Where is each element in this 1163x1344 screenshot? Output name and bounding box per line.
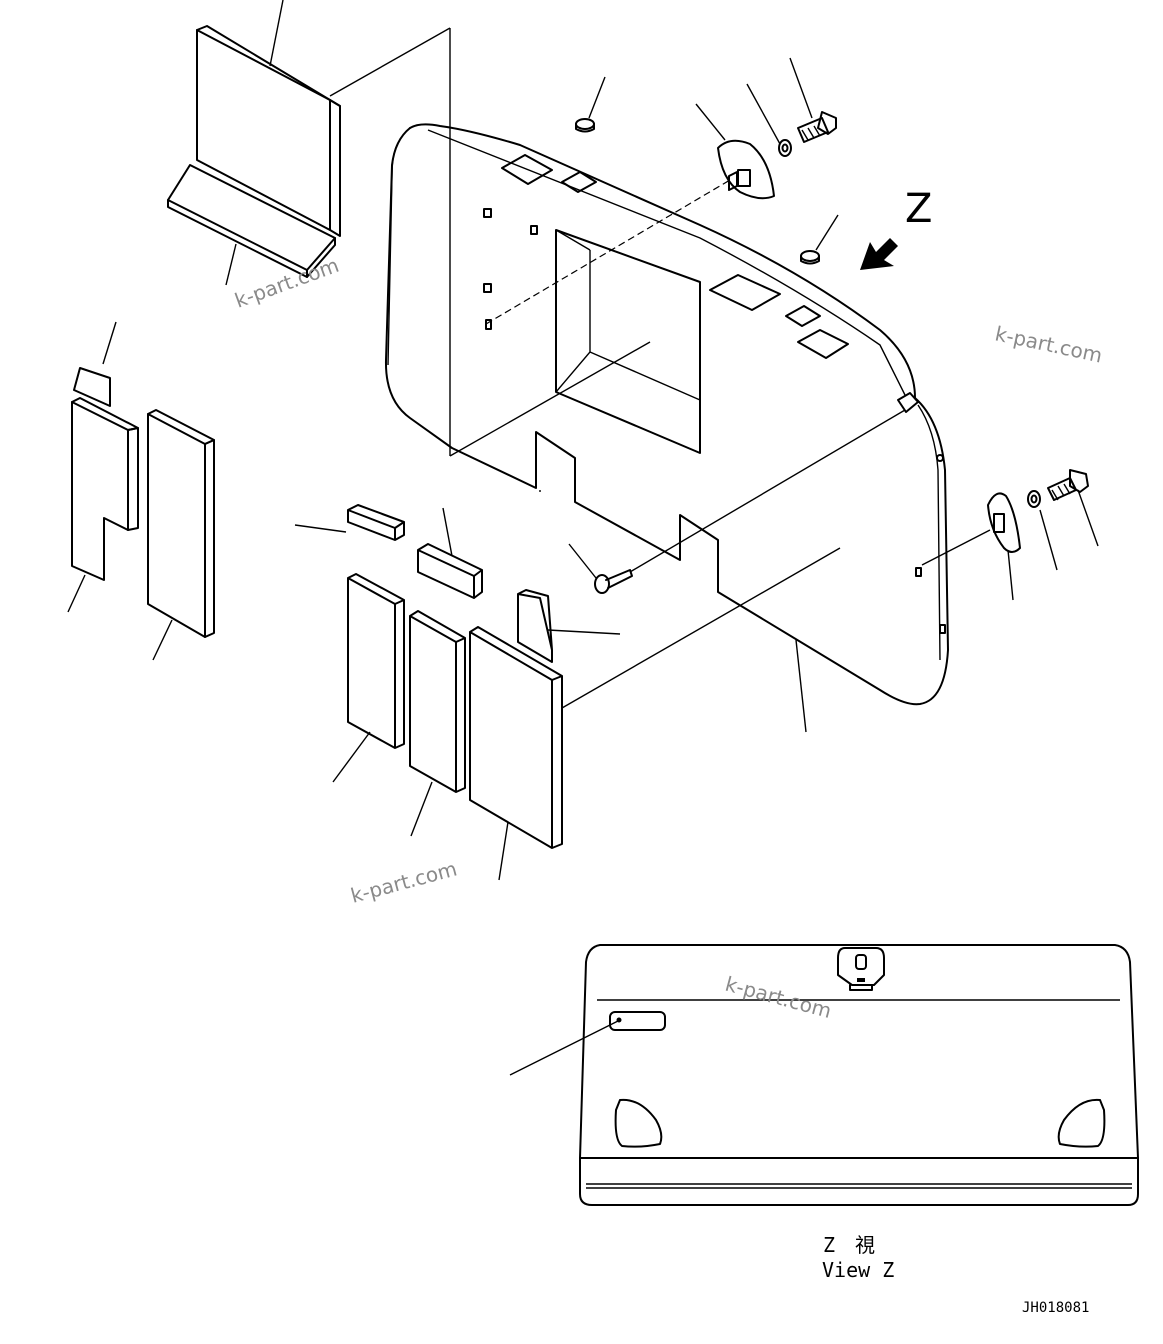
watermark: k-part.com xyxy=(723,972,834,1023)
lower-pads xyxy=(347,504,563,849)
view-z-panel xyxy=(579,944,1139,1206)
watermark: k-part.com xyxy=(348,856,459,907)
view-caption-jp: Z 視 xyxy=(823,1233,875,1257)
left-pads xyxy=(71,367,215,638)
hardware xyxy=(575,111,1089,594)
leader-lines xyxy=(67,0,1099,1076)
cover-panel xyxy=(384,123,949,706)
watermark: k-part.com xyxy=(993,321,1105,367)
drawing-number: JH018081 xyxy=(1022,1300,1089,1316)
view-arrow xyxy=(860,238,898,270)
watermark: k-part.com xyxy=(232,253,343,313)
upper-sheet xyxy=(167,25,341,278)
view-caption-en: View Z xyxy=(822,1258,894,1282)
view-letter: Z xyxy=(905,186,932,232)
